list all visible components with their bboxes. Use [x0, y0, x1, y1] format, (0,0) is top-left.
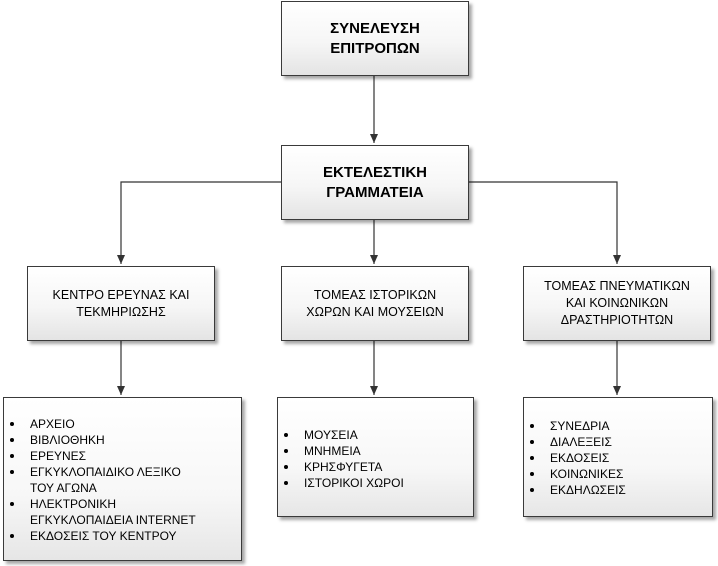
list-cultural-activities-items: ΣΥΝΕΔΡΙΑ ΔΙΑΛΕΞΕΙΣ ΕΚΔΟΣΕΙΣ ΚΟΙΝΩΝΙΚΕΣ Ε… [524, 418, 712, 498]
list-cultural-activities: ΣΥΝΕΔΡΙΑ ΔΙΑΛΕΞΕΙΣ ΕΚΔΟΣΕΙΣ ΚΟΙΝΩΝΙΚΕΣ Ε… [523, 397, 713, 517]
branch-node-historical-sites: ΤΟΜΕΑΣ ΙΣΤΟΡΙΚΩΝ ΧΩΡΩΝ ΚΑΙ ΜΟΥΣΕΙΩΝ [281, 266, 469, 341]
branch-node-cultural-activities-label: ΤΟΜΕΑΣ ΠΝΕΥΜΑΤΙΚΩΝ ΚΑΙ ΚΟΙΝΩΝΙΚΩΝ ΔΡΑΣΤΗ… [544, 279, 690, 327]
branch-node-cultural-activities: ΤΟΜΕΑΣ ΠΝΕΥΜΑΤΙΚΩΝ ΚΑΙ ΚΟΙΝΩΝΙΚΩΝ ΔΡΑΣΤΗ… [523, 266, 711, 341]
list-item: ΕΓΚΥΚΛΟΠΑΙΔΙΚΟ ΛΕΞΙΚΟ ΤΟΥ ΑΓΩΝΑ [4, 464, 241, 496]
list-historical-sites-items: ΜΟΥΣΕΙΑ ΜΝΗΜΕΙΑ ΚΡΗΣΦΥΓΕΤΑ ΙΣΤΟΡΙΚΟΙ ΧΩΡ… [278, 427, 473, 491]
branch-node-research-label: ΚΕΝΤΡΟ ΕΡΕΥΝΑΣ ΚΑΙ ΤΕΚΜΗΡΙΩΣΗΣ [52, 287, 190, 319]
list-item: ΕΡΕΥΝΕΣ [4, 448, 241, 464]
top-node-label: ΣΥΝΕΛΕΥΣΗ ΕΠΙΤΡΟΠΩΝ [330, 19, 420, 57]
list-item: ΚΡΗΣΦΥΓΕΤΑ [278, 459, 473, 475]
branch-node-research: ΚΕΝΤΡΟ ΕΡΕΥΝΑΣ ΚΑΙ ΤΕΚΜΗΡΙΩΣΗΣ [27, 266, 215, 341]
top-node: ΣΥΝΕΛΕΥΣΗ ΕΠΙΤΡΟΠΩΝ [281, 1, 469, 76]
list-item: ΚΟΙΝΩΝΙΚΕΣ [524, 466, 712, 482]
list-item: ΜΟΥΣΕΙΑ [278, 427, 473, 443]
list-item: ΕΚΔΟΣΕΙΣ [524, 450, 712, 466]
list-item: ΕΚΔΟΣΕΙΣ ΤΟΥ ΚΕΝΤΡΟΥ [4, 528, 241, 544]
list-item: ΣΥΝΕΔΡΙΑ [524, 418, 712, 434]
list-item: ΗΛΕΚΤΡΟΝΙΚΗ ΕΓΚΥΚΛΟΠΑΙΔΕΙΑ INTERNET [4, 496, 241, 528]
list-research-items: ΑΡΧΕΙΟ ΒΙΒΛΙΟΘΗΚΗ ΕΡΕΥΝΕΣ ΕΓΚΥΚΛΟΠΑΙΔΙΚΟ… [4, 416, 241, 544]
list-item: ΔΙΑΛΕΞΕΙΣ [524, 434, 712, 450]
list-item: ΒΙΒΛΙΟΘΗΚΗ [4, 432, 241, 448]
list-item: ΕΚΔΗΛΩΣΕΙΣ [524, 482, 712, 498]
list-research: ΑΡΧΕΙΟ ΒΙΒΛΙΟΘΗΚΗ ΕΡΕΥΝΕΣ ΕΓΚΥΚΛΟΠΑΙΔΙΚΟ… [3, 397, 242, 561]
middle-node: ΕΚΤΕΛΕΣΤΙΚΗ ΓΡΑΜΜΑΤΕΙΑ [281, 145, 469, 220]
list-item: ΜΝΗΜΕΙΑ [278, 443, 473, 459]
connector-middle-to-right [468, 181, 621, 264]
list-historical-sites: ΜΟΥΣΕΙΑ ΜΝΗΜΕΙΑ ΚΡΗΣΦΥΓΕΤΑ ΙΣΤΟΡΙΚΟΙ ΧΩΡ… [277, 397, 474, 517]
list-item: ΙΣΤΟΡΙΚΟΙ ΧΩΡΟΙ [278, 475, 473, 491]
connector-middle-to-left [117, 181, 281, 264]
branch-node-historical-sites-label: ΤΟΜΕΑΣ ΙΣΤΟΡΙΚΩΝ ΧΩΡΩΝ ΚΑΙ ΜΟΥΣΕΙΩΝ [306, 287, 444, 319]
list-item: ΑΡΧΕΙΟ [4, 416, 241, 432]
middle-node-label: ΕΚΤΕΛΕΣΤΙΚΗ ΓΡΑΜΜΑΤΕΙΑ [322, 163, 427, 201]
